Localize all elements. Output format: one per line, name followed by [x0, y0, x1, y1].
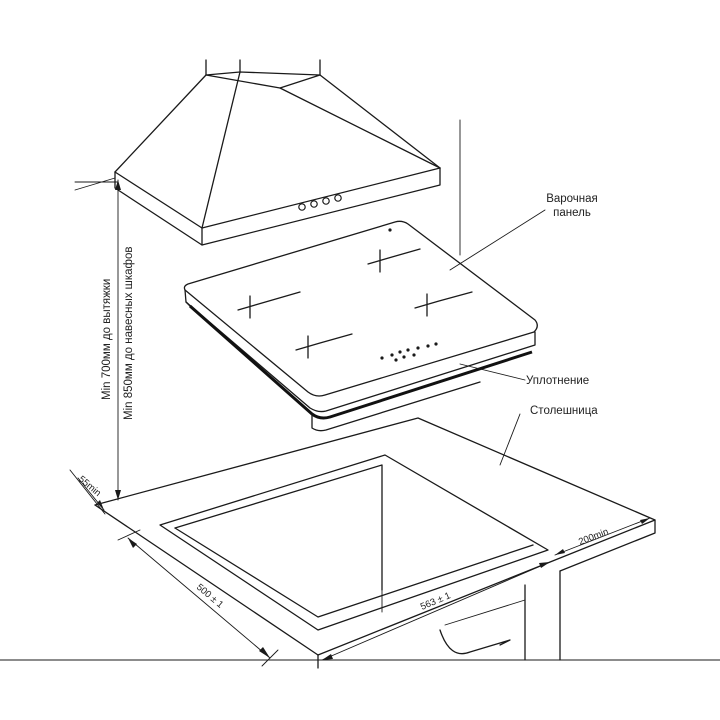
countertop-leader [499, 413, 521, 466]
dim-55-marker [69, 469, 106, 515]
countertop-cutout-icon [94, 417, 656, 669]
dim-500-label: 500 ± 1 [194, 582, 225, 611]
seal-leader [459, 363, 526, 381]
dim-563-marker [321, 561, 551, 661]
height-dimension [74, 179, 121, 501]
min-cabinets-label: Min 850мм до навесных шкафов [123, 246, 135, 420]
hob-label-line1: Варочная [546, 193, 598, 205]
seal-label: Уплотнение [526, 375, 589, 387]
induction-hob-icon [183, 220, 538, 432]
dim-500-marker [117, 529, 279, 667]
wall-top-line [74, 177, 116, 191]
dim-200-marker [554, 517, 651, 556]
countertop-label: Столешница [530, 405, 598, 417]
hob-leader [449, 209, 546, 271]
hob-label-line2: панель [553, 207, 591, 219]
min-hood-label: Min 700мм до вытяжки [101, 279, 113, 400]
range-hood-icon [114, 59, 441, 246]
